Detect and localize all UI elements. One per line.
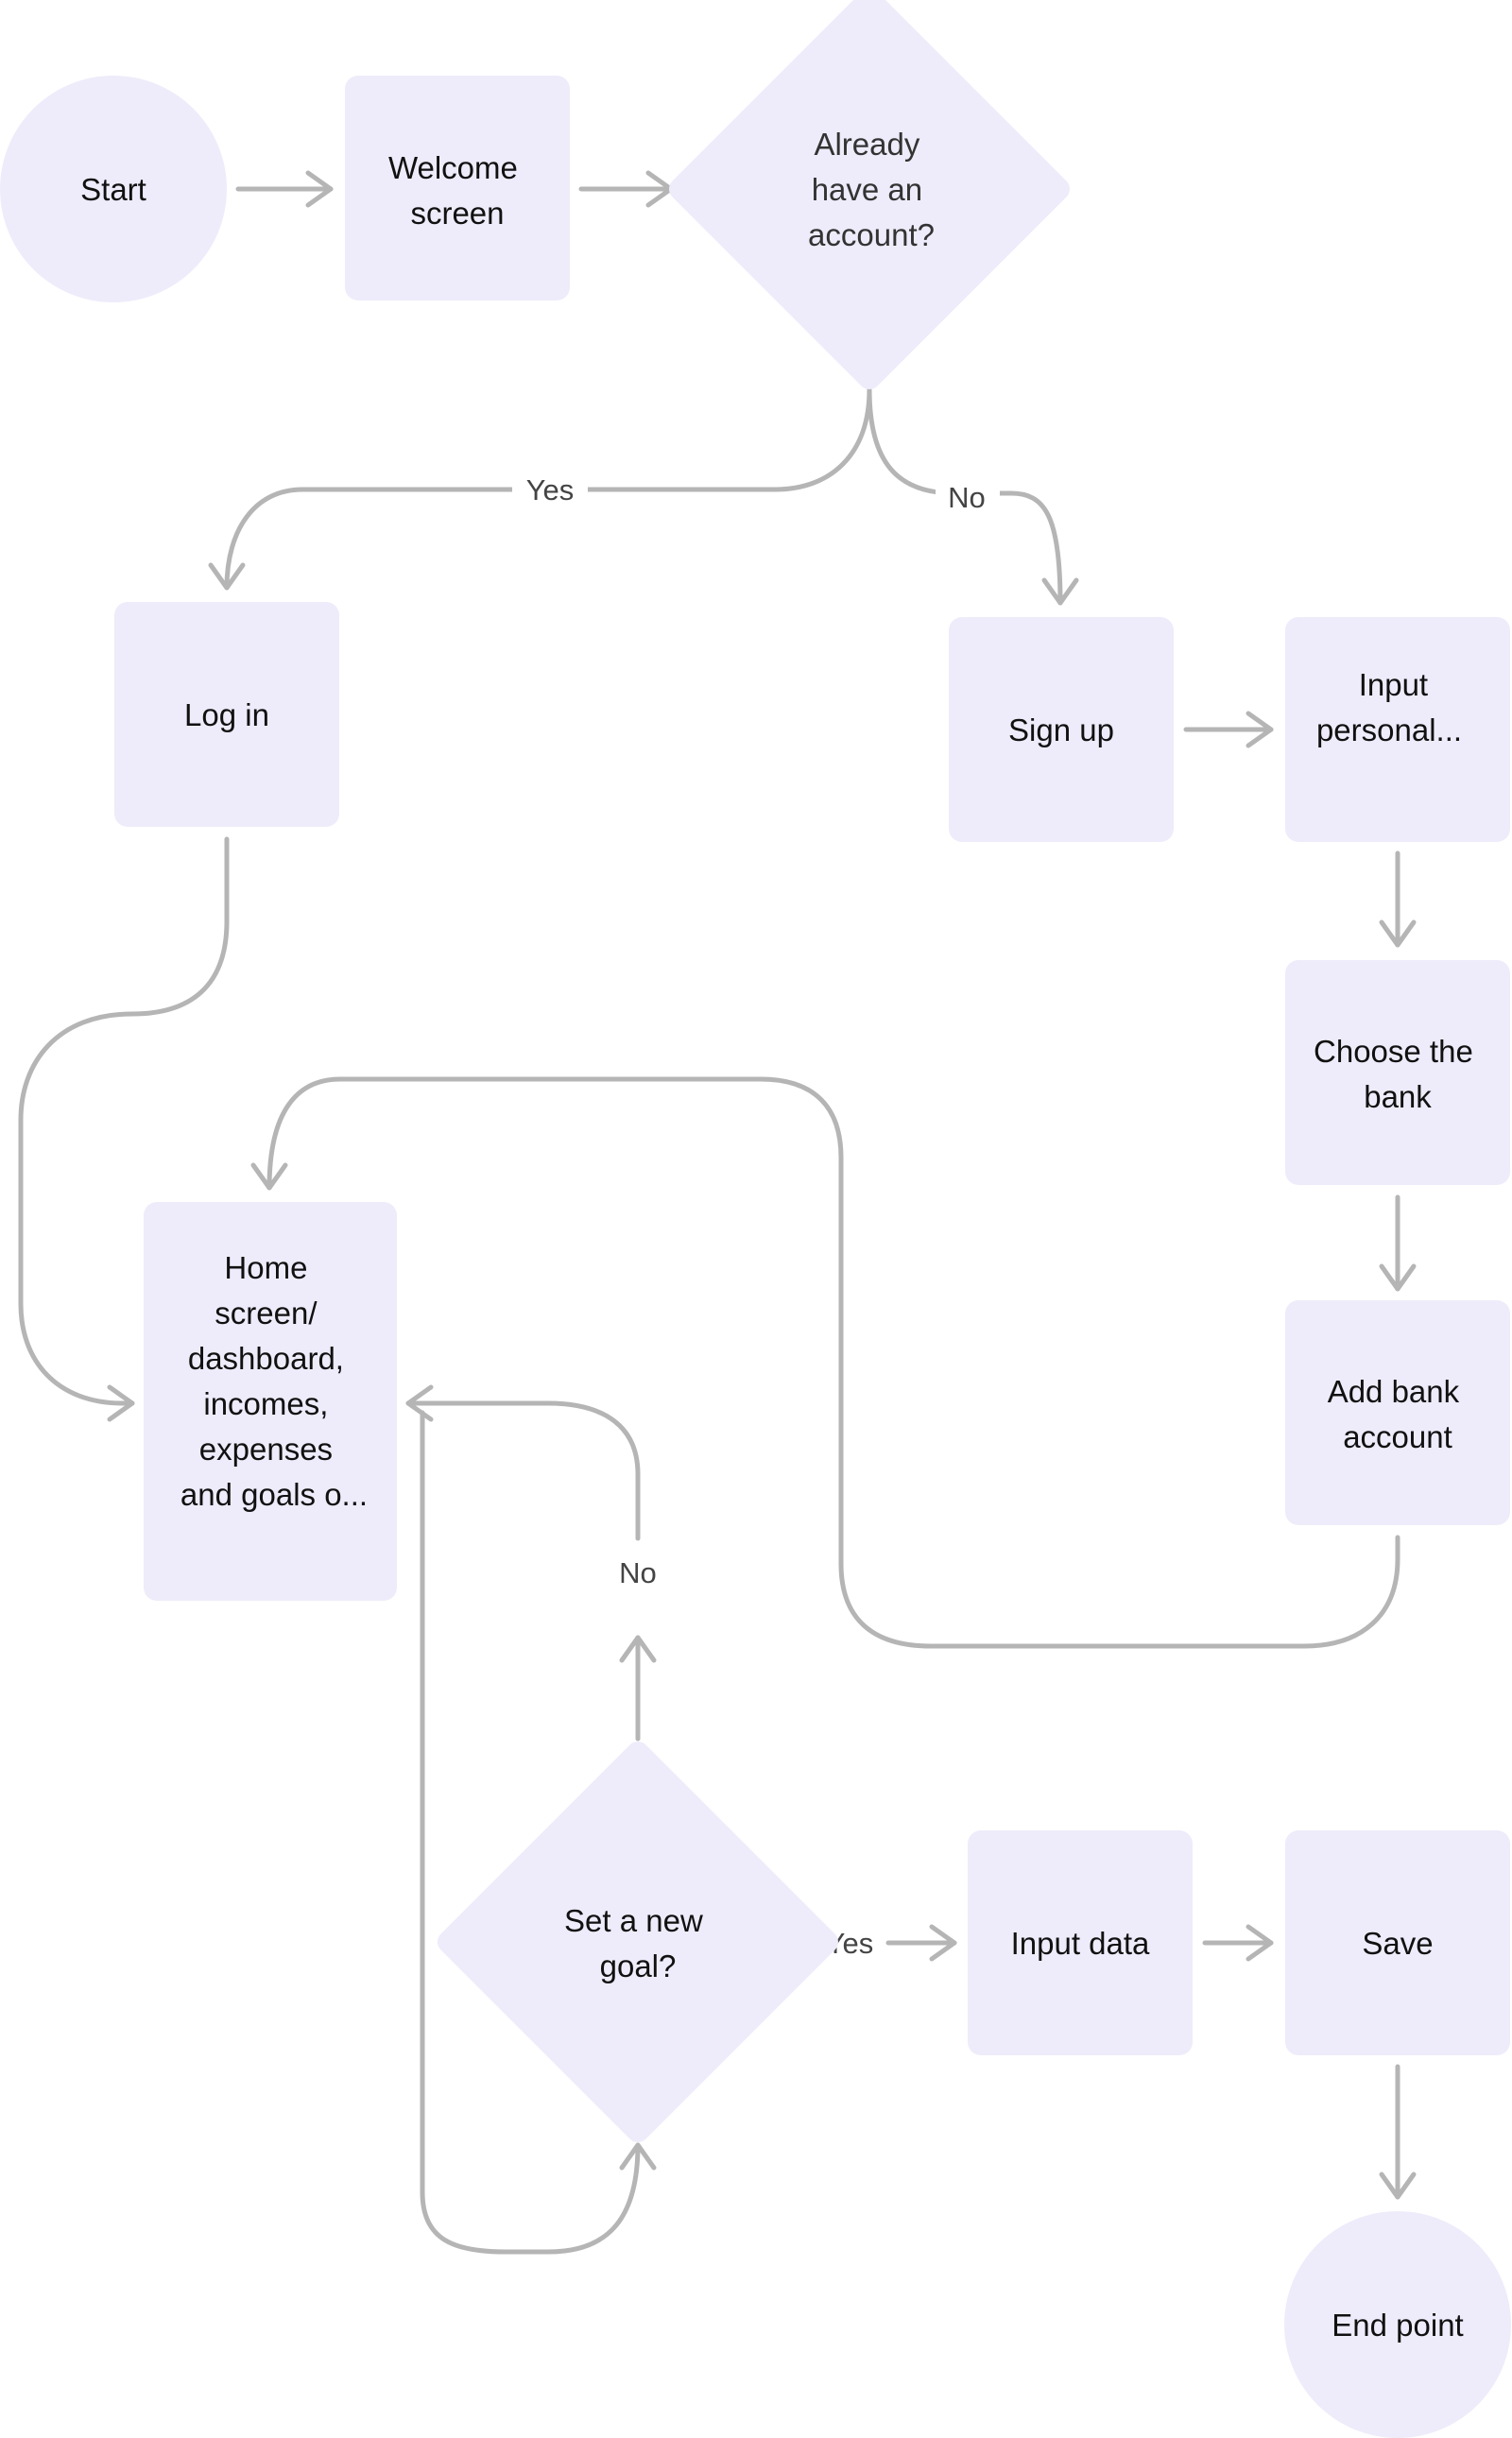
node-log-in: Log in xyxy=(114,602,339,827)
node-label: incomes, xyxy=(203,1386,328,1421)
node-home-screen: Home screen/ dashboard, incomes, expense… xyxy=(144,1202,397,1601)
edges xyxy=(18,170,1417,2255)
node-input-data: Input data xyxy=(968,1830,1193,2055)
svg-text:Welcome screen: Welcome screen xyxy=(388,150,526,231)
node-label: Log in xyxy=(184,697,269,732)
node-label: Input xyxy=(1359,667,1428,702)
node-label: account xyxy=(1343,1419,1452,1454)
node-label: expenses xyxy=(199,1432,333,1467)
svg-text:Choose the bank: Choose the bank xyxy=(1314,1034,1482,1114)
svg-text:Already have an ac: Already have an account? xyxy=(808,127,935,252)
node-label: Start xyxy=(80,172,146,207)
node-label: personal... xyxy=(1316,713,1462,747)
node-label: Add bank xyxy=(1328,1374,1460,1409)
decision-set-new-goal: Set a new goal? xyxy=(438,1742,838,2142)
node-label: account? xyxy=(808,217,935,252)
svg-text:Input data: Input data xyxy=(1011,1926,1150,1961)
node-label: bank xyxy=(1364,1079,1432,1114)
svg-text:Home screen/ dashb: Home screen/ dashboard, incomes, expense… xyxy=(180,1250,368,1512)
edge-labels: Yes No No Yes xyxy=(512,470,1000,1960)
edge-add-home xyxy=(250,1076,1400,1649)
svg-text:Input personal...: Input personal... xyxy=(1316,667,1462,747)
svg-text:End point: End point xyxy=(1332,2308,1463,2343)
svg-text:Set a new goal?: Set a new goal? xyxy=(564,1903,712,1983)
edge-decision-login xyxy=(208,386,872,591)
node-save: Save xyxy=(1285,1830,1510,2055)
node-label: and goals o... xyxy=(180,1477,368,1512)
node-end-point: End point xyxy=(1284,2211,1511,2438)
svg-text:Sign up: Sign up xyxy=(1008,713,1114,747)
node-label: Save xyxy=(1362,1926,1433,1961)
edge-home-decision2 xyxy=(420,1410,657,2255)
node-label: Home xyxy=(224,1250,307,1285)
node-label: Already xyxy=(814,127,919,162)
svg-text:Start: Start xyxy=(80,172,146,207)
edge-decision2-home-top xyxy=(405,1384,641,1541)
node-label: screen xyxy=(410,196,504,231)
edge-label-no-signup: No xyxy=(948,481,986,514)
node-label: Sign up xyxy=(1008,713,1114,747)
node-add-bank-account: Add bank account xyxy=(1285,1300,1510,1525)
node-label: Set a new xyxy=(564,1903,703,1938)
node-label: goal? xyxy=(600,1949,677,1983)
edge-label-no-home: No xyxy=(619,1556,657,1589)
decision-already-have-account: Already have an account? xyxy=(669,0,1070,389)
node-label: screen/ xyxy=(215,1296,318,1331)
node-label: dashboard, xyxy=(188,1341,344,1376)
node-label: Choose the xyxy=(1314,1034,1473,1069)
node-choose-bank: Choose the bank xyxy=(1285,960,1510,1185)
edge-label-yes-login: Yes xyxy=(526,473,575,506)
svg-text:Log in: Log in xyxy=(184,697,269,732)
svg-text:Save: Save xyxy=(1362,1926,1433,1961)
node-label: End point xyxy=(1332,2308,1463,2343)
edge-login-home xyxy=(18,836,230,1422)
node-start: Start xyxy=(0,76,227,302)
node-label: Input data xyxy=(1011,1926,1150,1961)
node-welcome-screen: Welcome screen xyxy=(345,76,570,300)
node-input-personal: Input personal... xyxy=(1285,617,1510,842)
node-label: Welcome xyxy=(388,150,518,185)
svg-text:Add bank account: Add bank account xyxy=(1328,1374,1469,1454)
node-sign-up: Sign up xyxy=(949,617,1174,842)
node-label: have an xyxy=(812,172,922,207)
